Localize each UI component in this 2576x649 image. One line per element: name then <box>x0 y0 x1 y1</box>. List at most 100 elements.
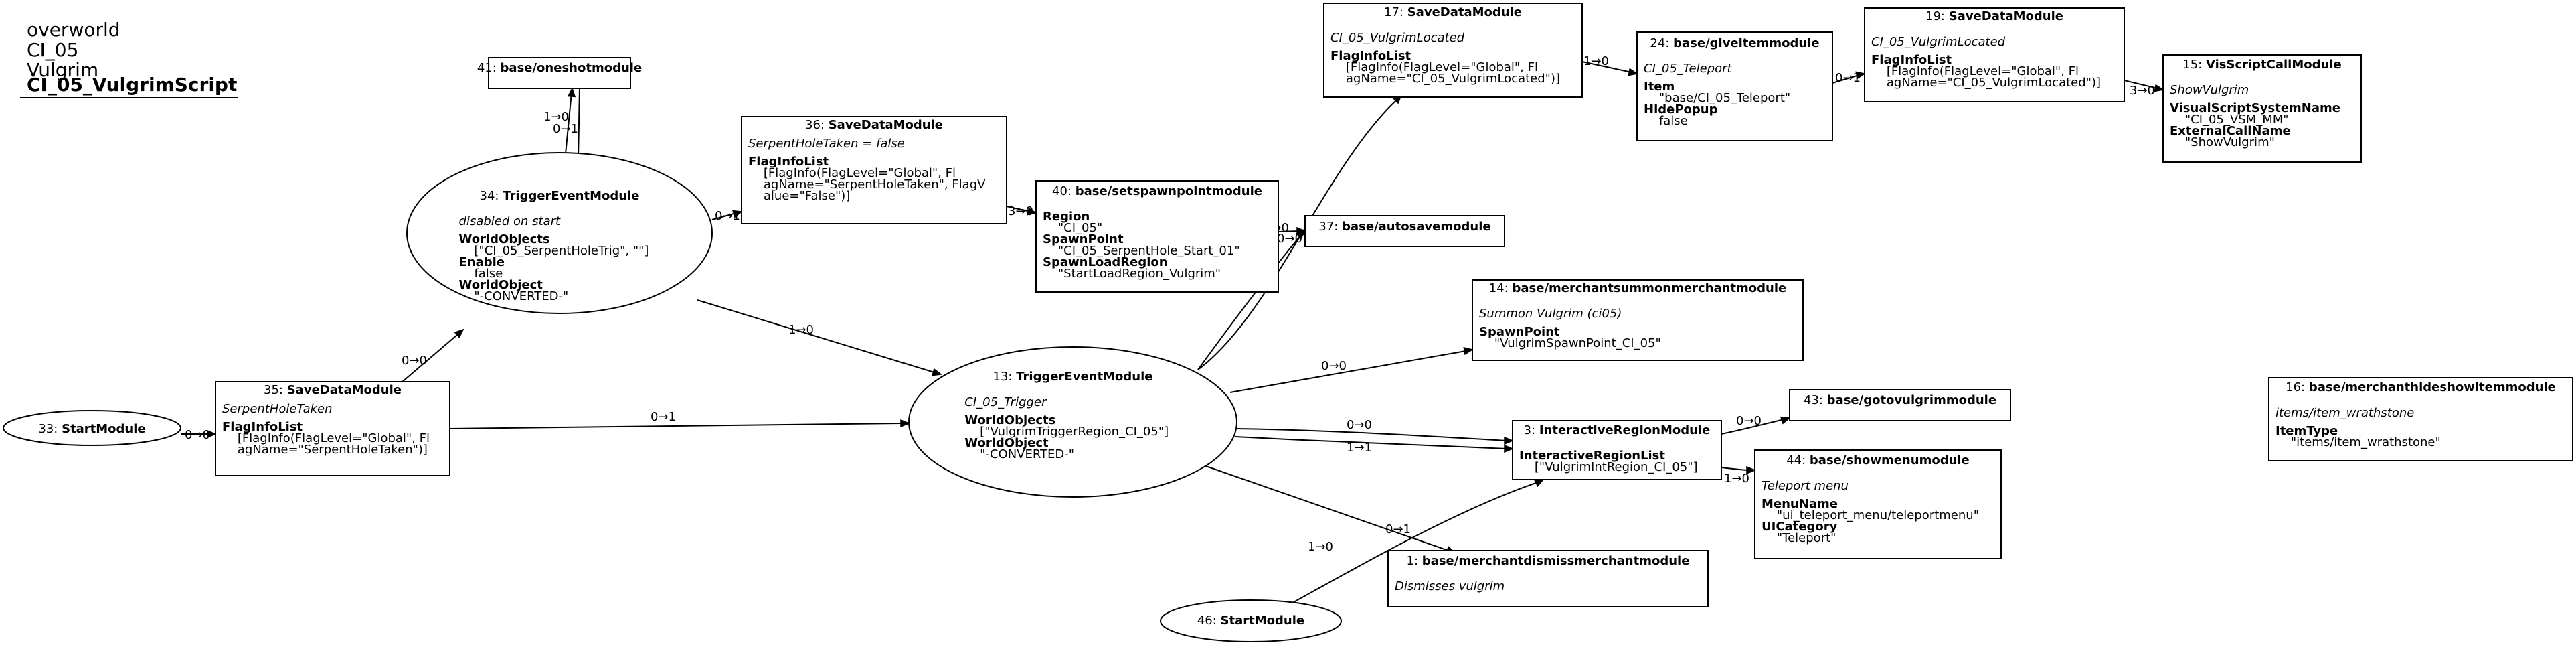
property-name: ExternalCallName <box>2170 124 2291 138</box>
node-id: 17: <box>1384 5 1407 19</box>
node-module-name: SaveDataModule <box>287 383 402 397</box>
node-id: 46: <box>1197 614 1221 628</box>
node-comment: disabled on start <box>459 214 561 228</box>
node-24[interactable]: 24: base/giveitemmoduleCI_05_TeleportIte… <box>1636 31 1833 141</box>
node-37[interactable]: 37: base/autosavemodule <box>1304 215 1505 247</box>
edge-line <box>2124 80 2158 89</box>
edge-label: 0→1 <box>553 122 578 136</box>
property-name: FlagInfoList <box>222 420 303 434</box>
node-module-name: base/merchantsummonmerchantmodule <box>1512 281 1786 295</box>
edge-arrowhead <box>1463 347 1474 356</box>
property-value: agName="CI_05_VulgrimLocated")] <box>1871 76 2101 90</box>
node-box <box>1636 31 1833 141</box>
node-46[interactable]: 46: StartModule <box>1160 599 1342 642</box>
node-41[interactable]: 41: base/oneshotmodule <box>477 57 642 89</box>
node-17[interactable]: 17: SaveDataModuleCI_05_VulgrimLocatedFl… <box>1323 3 1583 98</box>
node-id: 43: <box>1804 393 1827 407</box>
node-3[interactable]: 3: InteractiveRegionModuleInteractiveReg… <box>1512 420 1722 480</box>
edge-line <box>1235 436 1508 449</box>
node-19[interactable]: 19: SaveDataModuleCI_05_VulgrimLocatedFl… <box>1864 7 2125 102</box>
edge-34-41: 1→0 <box>543 87 576 161</box>
node-module-name: SaveDataModule <box>1949 9 2063 23</box>
node-box <box>1864 7 2125 102</box>
node-box <box>2162 54 2362 163</box>
property-value: agName="SerpentHoleTaken")] <box>222 443 428 457</box>
node-heading: 37: base/autosavemodule <box>1318 220 1490 234</box>
property-value: [FlagInfo(FlagLevel="Global", Fl <box>1871 64 2079 78</box>
edge-layer: 0→00→00→11→00→10→11→03→00→00→01→00→13→00… <box>181 54 2164 606</box>
edge-3-43: 0→0 <box>1721 414 1791 435</box>
edge-line <box>1287 482 1539 606</box>
node-16[interactable]: 16: base/merchanthideshowitemmoduleitems… <box>2268 377 2573 461</box>
node-comment: SerpentHoleTaken <box>222 402 333 416</box>
node-box <box>1035 180 1279 293</box>
node-id: 40: <box>1052 184 1076 198</box>
edge-line <box>697 299 935 373</box>
node-module-name: VisScriptCallModule <box>2206 58 2342 72</box>
title-line: overworld <box>27 19 120 41</box>
node-module-name: TriggerEventModule <box>503 189 639 203</box>
node-heading: 35: SaveDataModule <box>264 383 402 397</box>
node-id: 24: <box>1650 36 1673 50</box>
edge-34-36: 0→1 <box>711 209 743 223</box>
property-value: "CI_05_VSM_MM" <box>2170 113 2289 127</box>
node-1[interactable]: 1: base/merchantdismissmerchantmoduleDis… <box>1387 550 1709 607</box>
node-box <box>1789 389 2011 421</box>
property-name: FlagInfoList <box>1330 49 1411 63</box>
node-heading: 41: base/oneshotmodule <box>477 61 642 75</box>
node-heading: 24: base/giveitemmodule <box>1650 36 1819 50</box>
edge-13-3a: 0→0 <box>1235 418 1514 445</box>
node-14[interactable]: 14: base/merchantsummonmerchantmoduleSum… <box>1472 279 1804 361</box>
node-module-name: StartModule <box>62 422 146 436</box>
node-id: 36: <box>805 118 829 132</box>
node-33[interactable]: 33: StartModule <box>3 410 181 446</box>
node-module-name: base/oneshotmodule <box>501 61 642 75</box>
edge-34-13: 1→0 <box>697 299 942 376</box>
node-id: 41: <box>477 61 501 75</box>
edge-line <box>1006 206 1031 212</box>
title-main: CI_05_VulgrimScript <box>27 74 237 96</box>
edge-label: 0→1 <box>1385 522 1411 536</box>
node-comment: CI_05_VulgrimLocated <box>1330 31 1465 45</box>
node-id: 15: <box>2182 58 2206 72</box>
property-name: WorldObjects <box>964 413 1055 427</box>
node-comment: Dismisses vulgrim <box>1395 579 1505 593</box>
edge-line <box>1235 428 1508 441</box>
node-43[interactable]: 43: base/gotovulgrimmodule <box>1789 389 2011 421</box>
edge-label: 0→0 <box>1321 359 1347 373</box>
property-value: [FlagInfo(FlagLevel="Global", Fl <box>748 166 956 180</box>
node-module-name: SaveDataModule <box>1407 5 1522 19</box>
property-name: SpawnLoadRegion <box>1043 255 1168 269</box>
property-name: Item <box>1644 80 1675 94</box>
node-comment: CI_05_Teleport <box>1644 62 1733 76</box>
node-module-name: base/giveitemmodule <box>1673 36 1819 50</box>
node-module-name: StartModule <box>1221 614 1305 628</box>
node-id: 19: <box>1925 9 1949 23</box>
node-13[interactable]: 13: TriggerEventModuleCI_05_TriggerWorld… <box>908 346 1237 498</box>
node-ellipse <box>908 346 1237 498</box>
property-value: agName="CI_05_VulgrimLocated")] <box>1330 72 1560 86</box>
property-name: WorldObject <box>459 278 543 292</box>
property-name: WorldObject <box>964 436 1049 450</box>
node-heading: 15: VisScriptCallModule <box>2182 58 2341 72</box>
edge-label: 1→0 <box>788 323 814 337</box>
node-id: 1: <box>1407 554 1422 568</box>
node-35[interactable]: 35: SaveDataModuleSerpentHoleTakenFlagIn… <box>215 381 450 476</box>
node-comment: SerpentHoleTaken = false <box>748 137 905 151</box>
edge-arrowhead <box>207 429 217 439</box>
property-value: "ui_teleport_menu/teleportmenu" <box>1762 508 1979 522</box>
edge-arrowhead <box>567 87 576 98</box>
node-box <box>741 116 1007 224</box>
node-15[interactable]: 15: VisScriptCallModuleShowVulgrimVisual… <box>2162 54 2362 163</box>
node-heading: 40: base/setspawnpointmodule <box>1052 184 1262 198</box>
property-value: "VulgrimSpawnPoint_CI_05" <box>1479 336 1661 350</box>
node-ellipse <box>1160 599 1342 642</box>
node-heading: 36: SaveDataModule <box>805 118 943 132</box>
property-value: "ShowVulgrim" <box>2170 135 2275 149</box>
